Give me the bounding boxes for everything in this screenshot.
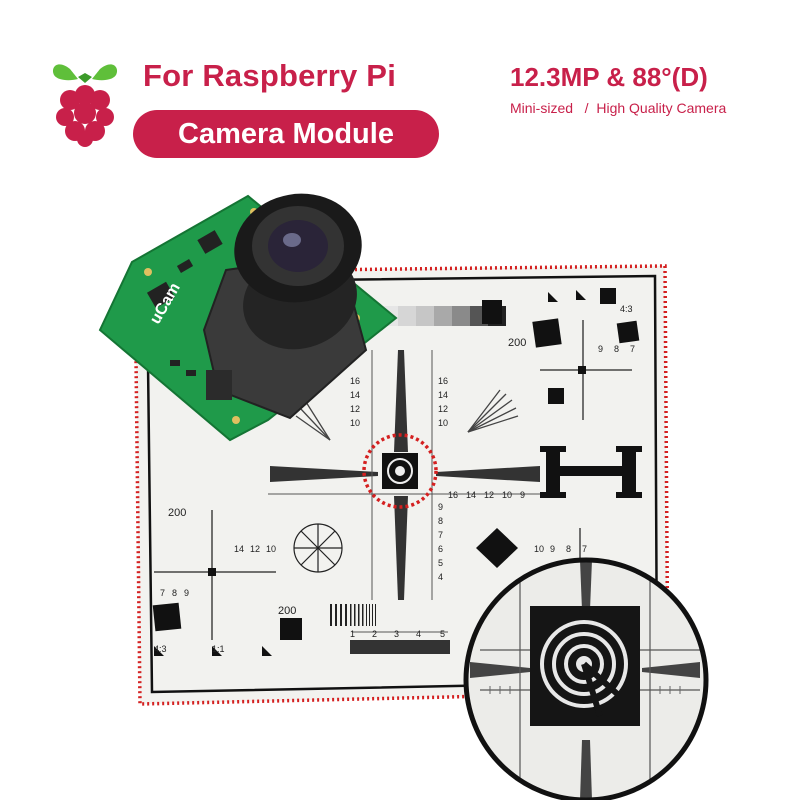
scale-num: 7 [582, 544, 587, 554]
chart-label-200-a: 200 [508, 337, 526, 349]
cross-target-2 [208, 568, 216, 576]
scale-num: 12 [438, 404, 448, 414]
upper-left-fan [295, 401, 331, 441]
cross-target-1 [578, 366, 586, 374]
spec-title: 12.3MP & 88°(D) [510, 62, 708, 92]
product-subtitle-label: Camera Module [178, 118, 394, 150]
scale-num: 12 [350, 404, 360, 414]
chart-triangles [154, 290, 586, 656]
scale-num: 5 [438, 558, 443, 568]
h-symbol [540, 446, 642, 498]
scale-num: 7 [438, 530, 443, 540]
center-target-dot [395, 466, 405, 476]
product-title: For Raspberry Pi [143, 58, 397, 93]
scale-num: 8 [172, 588, 177, 598]
lens-glass [268, 220, 328, 272]
chart-label-200-c: 200 [278, 605, 296, 617]
scale-num: 14 [234, 544, 244, 554]
scale-num: 9 [184, 588, 189, 598]
vertical-scale-numbers: 16 14 12 10 9 8 7 6 5 4 16 14 12 10 [350, 376, 448, 582]
scale-num: 16 [350, 376, 360, 386]
center-scales [268, 350, 540, 600]
spoked-circle [293, 523, 343, 573]
scale-num: 9 [438, 502, 443, 512]
scale-num: 8 [614, 344, 619, 354]
chart-labels: 200 200 200 4:3 1:1 4:3 [154, 304, 633, 654]
lens-holder-clip [206, 370, 232, 400]
center-highlight-circle [362, 433, 438, 509]
scale-num: 4 [416, 629, 421, 639]
scale-num: 14 [438, 390, 448, 400]
bottom-scale-numbers: 1 2 3 4 5 [350, 629, 445, 639]
center-target-ring [387, 458, 413, 484]
center-wedges [270, 350, 540, 600]
spec-subtitle: Mini-sized / High Quality Camera [510, 100, 727, 116]
scale-num: 8 [566, 544, 571, 554]
scale-num: 7 [630, 344, 635, 354]
scale-num: 12 [250, 544, 260, 554]
product-subtitle-pill [133, 110, 439, 158]
scale-num: 9 [550, 544, 555, 554]
chart-label-ratio-a: 4:3 [620, 304, 633, 314]
chart-squares [152, 288, 640, 640]
scale-num: 16 [448, 490, 458, 500]
scale-num: 8 [438, 516, 443, 526]
bottom-gratings [330, 604, 450, 654]
scale-num: 9 [520, 490, 525, 500]
scale-num: 5 [440, 629, 445, 639]
horizontal-scale-numbers: 16 14 12 10 9 14 12 10 10 9 8 7 9 8 7 7 … [160, 344, 635, 598]
scale-num: 9 [598, 344, 603, 354]
scale-num: 10 [438, 418, 448, 428]
scale-num: 1 [350, 629, 355, 639]
scale-num: 16 [438, 376, 448, 386]
upper-right-fan [467, 389, 519, 433]
zoom-content [470, 562, 700, 798]
lens-reflection [283, 233, 301, 247]
scale-num: 7 [160, 588, 165, 598]
scale-num: 12 [484, 490, 494, 500]
scale-num: 10 [502, 490, 512, 500]
scale-num: 6 [438, 544, 443, 554]
zoom-frame [463, 557, 709, 800]
scale-num: 14 [350, 390, 360, 400]
raspberry-pi-logo-icon [52, 64, 118, 147]
scale-num: 10 [266, 544, 276, 554]
chart-label-ratio-b: 1:1 [212, 644, 225, 654]
scale-num: 4 [438, 572, 443, 582]
scale-num: 10 [350, 418, 360, 428]
scale-num: 2 [372, 629, 377, 639]
scale-num: 10 [534, 544, 544, 554]
pcb-chips [146, 230, 223, 376]
scale-num: 14 [466, 490, 476, 500]
scale-num: 3 [394, 629, 399, 639]
chart-label-200-b: 200 [168, 507, 186, 519]
chart-label-ratio-c: 4:3 [154, 644, 167, 654]
pcb-board-edge [98, 194, 398, 442]
